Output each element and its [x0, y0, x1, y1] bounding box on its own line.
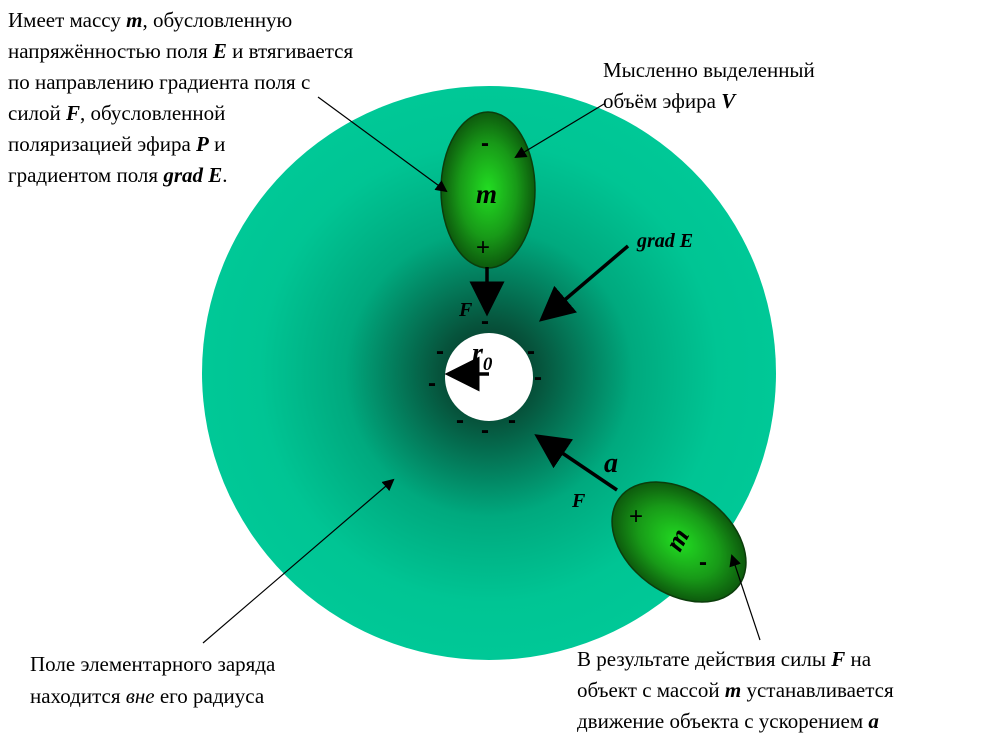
core-sign: - [481, 308, 489, 335]
upper-mass-minus: - [481, 130, 489, 157]
core-sign: - [527, 338, 535, 365]
lower-force-label: F [571, 490, 586, 512]
core-sign: - [508, 407, 516, 434]
lower-mass-minus: - [699, 549, 707, 576]
note-line: Поле элементарного заряда [30, 652, 276, 676]
leader-bottom-left [202, 478, 395, 644]
note-line: Мысленно выделенный [603, 58, 815, 82]
lower-mass-plus: + [629, 503, 643, 530]
note-line: В результате действия силы F на [577, 647, 872, 671]
core-sign: - [428, 370, 436, 397]
bottom-right-note: В результате действия силы F на объект с… [577, 647, 894, 733]
grad-arrow [539, 244, 630, 322]
charge-core [445, 333, 533, 421]
note-line: Имеет массу m, обусловленную [8, 8, 292, 32]
core-charge-signs: - - - - - - - - [428, 308, 542, 444]
leader-top-left [317, 96, 448, 193]
core-sign: - [481, 417, 489, 444]
grad-label: grad E [636, 230, 693, 252]
upper-mass-label: m [476, 179, 497, 209]
note-line: движение объекта с ускорением a [577, 709, 879, 733]
note-line: по направлению градиента поля с [8, 70, 310, 94]
upper-force-label: F [458, 299, 473, 321]
top-right-note: Мысленно выделенный объём эфира V [603, 58, 815, 113]
upper-mass-plus: + [476, 234, 490, 261]
note-line: силой F, обусловленной [8, 101, 225, 125]
note-line: напряжённостью поля E и втягивается [8, 39, 353, 63]
note-line: поляризацией эфира P и [8, 132, 225, 156]
core-sign: - [534, 364, 542, 391]
lower-mass-volume [611, 481, 747, 603]
leader-top-right [514, 103, 605, 159]
note-line: градиентом поля grad E. [8, 163, 228, 187]
note-line: находится вне его радиуса [30, 684, 265, 708]
leader-bottom-right [729, 554, 761, 641]
core-sign: - [456, 407, 464, 434]
bottom-left-note: Поле элементарного заряда находится вне … [30, 652, 276, 708]
note-line: объём эфира V [603, 89, 737, 113]
note-line: объект с массой m устанавливается [577, 678, 894, 702]
acceleration-label: a [604, 448, 618, 479]
lower-force-arrow [534, 434, 618, 492]
core-sign: - [436, 338, 444, 365]
lower-mass-group [611, 481, 747, 603]
top-left-note: Имеет массу m, обусловленную напряжённос… [8, 8, 353, 187]
